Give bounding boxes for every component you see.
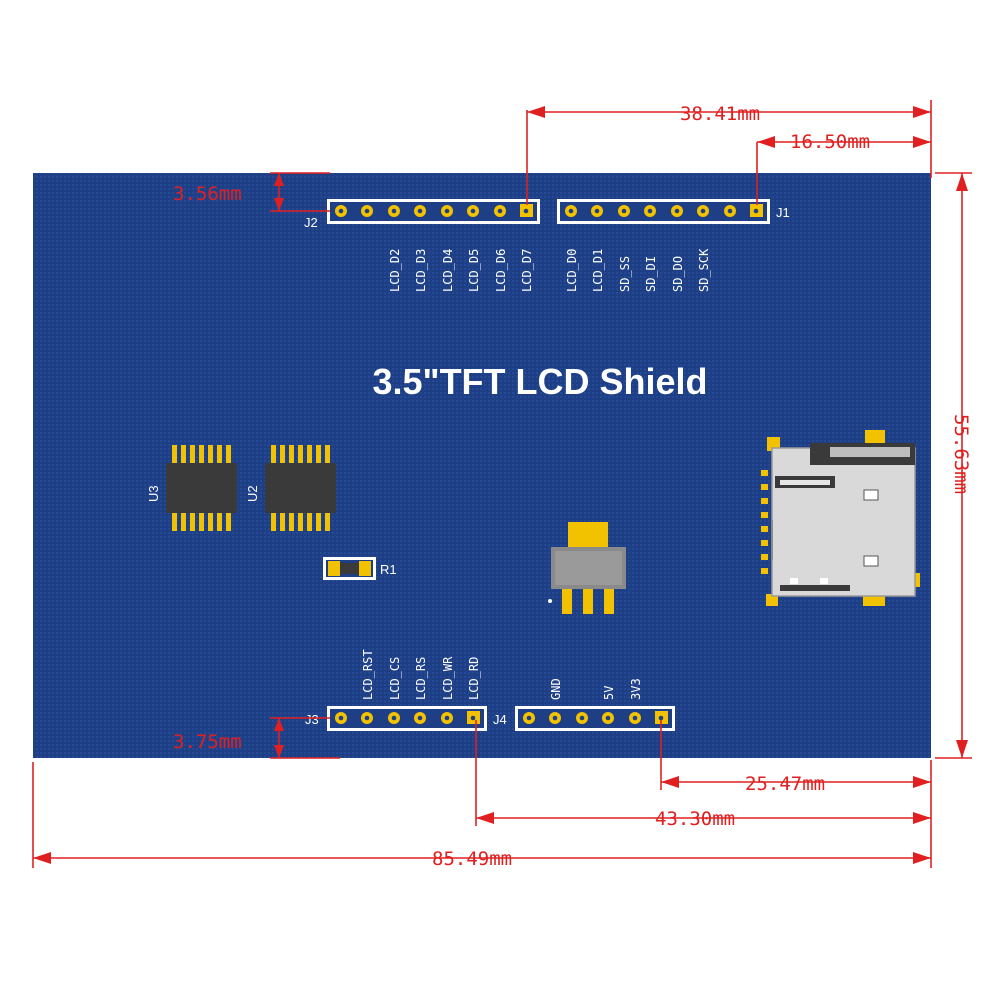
j3-label-lcd-rd: LCD_RD: [467, 657, 481, 700]
j1-label-sd-do: SD_DO: [671, 256, 685, 292]
board-title: 3.5"TFT LCD Shield: [372, 361, 707, 402]
j3-label-lcd-wr: LCD_WR: [441, 656, 455, 700]
header-j3: [327, 706, 487, 731]
dimension-85-49-label: 85.49mm: [432, 848, 512, 870]
dimension-55-63: [935, 172, 972, 759]
dimension-43-30-label: 43.30mm: [655, 808, 735, 830]
dimension-43-30: [475, 720, 931, 826]
r1-ref: R1: [380, 562, 397, 577]
dimension-16-50-label: 16.50mm: [790, 131, 870, 153]
dimension-85-49: [32, 762, 931, 868]
j4-label-5v: 5V: [602, 686, 616, 700]
j2-label-lcd-d6: LCD_D6: [494, 249, 508, 292]
dimension-16-50: [756, 136, 931, 205]
j2-ref: J2: [304, 215, 318, 230]
dimension-55-63-label: 55.63mm: [950, 414, 972, 494]
j2-label-lcd-d3: LCD_D3: [414, 249, 428, 292]
chip-u2: [265, 445, 336, 531]
dimension-3-75-label: 3.75mm: [173, 731, 242, 753]
voltage-regulator: [548, 522, 626, 614]
header-j1: [557, 199, 770, 224]
j4-ref: J4: [493, 712, 507, 727]
j2-label-lcd-d4: LCD_D4: [441, 249, 455, 292]
j2-label-lcd-d7: LCD_D7: [520, 249, 534, 292]
dimension-38-41-label: 38.41mm: [680, 103, 760, 125]
header-j2: [327, 199, 540, 224]
dimension-38-41: [526, 100, 932, 205]
u2-ref: U2: [245, 485, 260, 502]
j1-ref: J1: [776, 205, 790, 220]
u3-ref: U3: [146, 485, 161, 502]
j2-label-lcd-d2: LCD_D2: [388, 249, 402, 292]
j3-label-lcd-rst: LCD_RST: [361, 649, 375, 700]
j4-label-3v3: 3V3: [629, 678, 643, 700]
j1-label-lcd-d0: LCD_D0: [565, 249, 579, 292]
dimension-25-47-label: 25.47mm: [745, 773, 825, 795]
j3-label-lcd-cs: LCD_CS: [388, 657, 402, 700]
chip-u3: [166, 445, 237, 531]
j1-label-sd-di: SD_DI: [644, 256, 658, 292]
resistor-r1: [323, 557, 376, 580]
dimension-3-56-label: 3.56mm: [173, 183, 242, 205]
dimension-3-75: [270, 717, 340, 759]
j1-label-sd-sck: SD_SCK: [697, 248, 711, 292]
j3-ref: J3: [305, 712, 319, 727]
j1-label-sd-ss: SD_SS: [618, 256, 632, 292]
microsd-slot: [761, 430, 920, 606]
j1-label-lcd-d1: LCD_D1: [591, 249, 605, 292]
j4-label-gnd: GND: [549, 678, 563, 700]
dimension-25-47: [660, 720, 932, 868]
j2-label-lcd-d5: LCD_D5: [467, 249, 481, 292]
header-j4: [515, 706, 675, 731]
j3-label-lcd-rs: LCD_RS: [414, 657, 428, 700]
dimension-3-56: [270, 172, 330, 212]
